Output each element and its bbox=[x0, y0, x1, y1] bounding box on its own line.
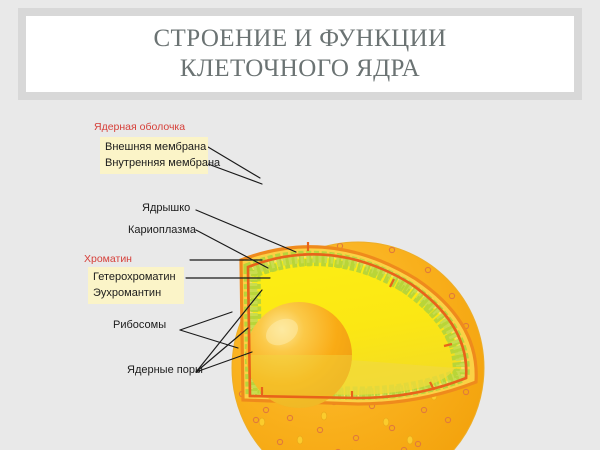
inner-membrane-edge bbox=[246, 253, 468, 400]
nucleolus-body bbox=[246, 302, 352, 408]
membrane-notch bbox=[260, 242, 453, 399]
nuclear-envelope-label-box: Внешняя мембрана Внутренняя мембрана bbox=[100, 137, 221, 174]
leader-lines bbox=[179, 146, 297, 373]
title-box: СТРОЕНИЕ И ФУНКЦИИ КЛЕТОЧНОГО ЯДРА bbox=[26, 16, 574, 92]
cell-nucleus-diagram bbox=[179, 146, 485, 450]
label-euchromatin: Эухромантин bbox=[93, 287, 162, 299]
label-inner-membrane: Внутренняя мембрана bbox=[105, 157, 221, 169]
label-heterochromatin: Гетерохроматин bbox=[93, 271, 176, 283]
label-karyoplasm: Кариоплазма bbox=[128, 224, 196, 236]
page-title: СТРОЕНИЕ И ФУНКЦИИ КЛЕТОЧНОГО ЯДРА bbox=[153, 24, 447, 83]
label-outer-membrane: Внешняя мембрана bbox=[105, 141, 207, 153]
heterochromatin-band bbox=[243, 250, 470, 400]
chromatin-label-box: Гетерохроматин Эухромантин bbox=[88, 267, 184, 304]
label-chromatin-heading: Хроматин bbox=[84, 253, 132, 265]
nucleus-cutaway-interior bbox=[239, 242, 478, 408]
label-ribosomes: Рибосомы bbox=[113, 319, 167, 331]
label-nuclear-pores: Ядерные поры bbox=[127, 364, 203, 376]
label-nucleolus: Ядрышко bbox=[142, 202, 191, 214]
diagram-stage bbox=[0, 100, 600, 450]
title-frame: СТРОЕНИЕ И ФУНКЦИИ КЛЕТОЧНОГО ЯДРА bbox=[18, 8, 582, 100]
label-nuclear-envelope-heading: Ядерная оболочка bbox=[94, 121, 186, 133]
